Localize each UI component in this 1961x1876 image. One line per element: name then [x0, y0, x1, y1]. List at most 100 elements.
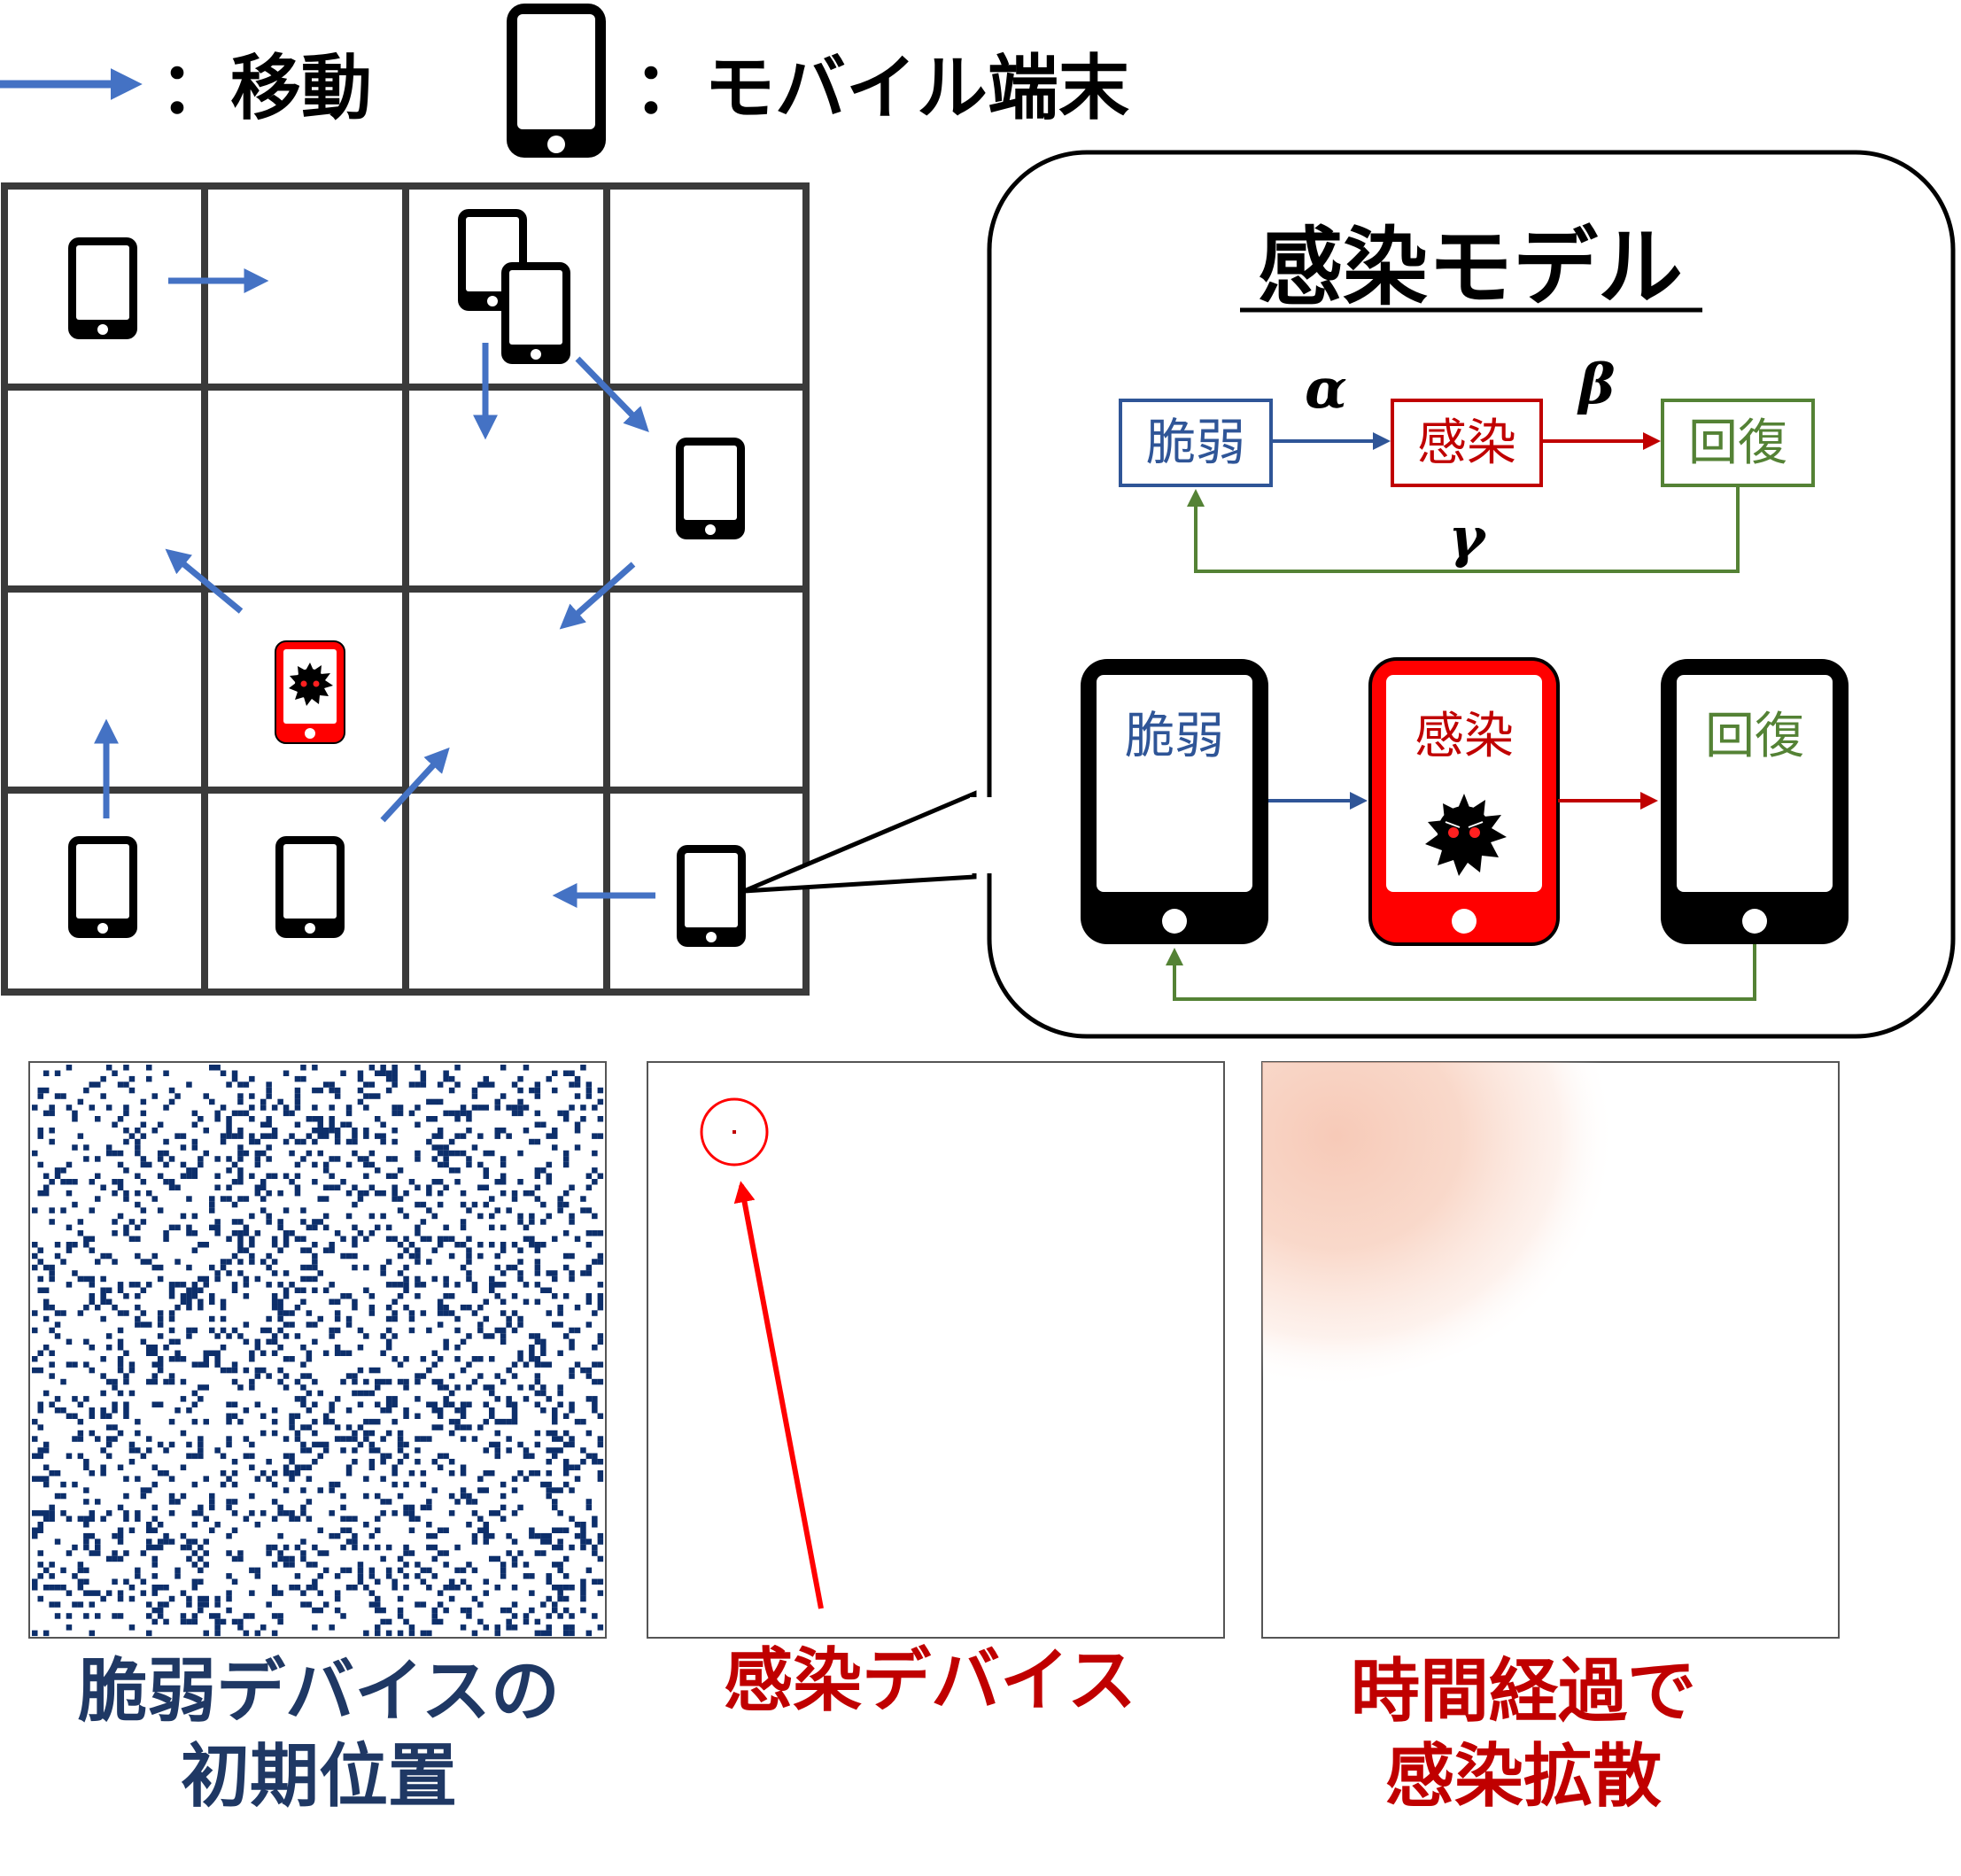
vulnerable-device-dot — [375, 1378, 381, 1385]
vulnerable-device-dot — [60, 1510, 66, 1516]
vulnerable-device-dot — [209, 1504, 215, 1511]
vulnerable-device-dot — [54, 1167, 61, 1174]
vulnerable-device-dot — [203, 1350, 209, 1356]
vulnerable-device-dot — [426, 1585, 432, 1591]
vulnerable-device-dot — [226, 1196, 232, 1202]
device-legend-label: ：モバイル端末 — [633, 47, 1129, 129]
vulnerable-device-dot — [186, 1407, 192, 1414]
vulnerable-device-dot — [237, 1333, 244, 1339]
vulnerable-device-dot — [506, 1322, 512, 1328]
vulnerable-device-dot — [186, 1230, 192, 1236]
vulnerable-device-dot — [403, 1510, 409, 1516]
vulnerable-device-dot — [140, 1219, 147, 1225]
vulnerable-device-dot — [123, 1578, 129, 1585]
vulnerable-device-dot — [403, 1190, 409, 1197]
vulnerable-device-dot — [562, 1150, 570, 1157]
vulnerable-device-dot — [312, 1275, 318, 1283]
vulnerable-device-dot — [54, 1492, 61, 1500]
vulnerable-device-dot — [128, 1367, 136, 1374]
vulnerable-device-dot — [231, 1481, 238, 1488]
vulnerable-device-dot — [552, 1447, 558, 1454]
vulnerable-device-dot — [437, 1128, 444, 1134]
vulnerable-device-dot — [597, 1555, 604, 1562]
vulnerable-device-dot — [100, 1287, 106, 1293]
vulnerable-device-dot — [260, 1259, 267, 1265]
vulnerable-device-dot — [592, 1544, 598, 1551]
vulnerable-device-dot — [483, 1401, 489, 1407]
vulnerable-device-dot — [105, 1065, 112, 1071]
vulnerable-device-dot — [95, 1259, 101, 1265]
vulnerable-device-dot — [426, 1499, 432, 1505]
vulnerable-device-dot — [123, 1224, 129, 1231]
vulnerable-device-dot — [552, 1144, 558, 1151]
vulnerable-device-dot — [460, 1190, 467, 1197]
vulnerable-device-dot — [43, 1315, 50, 1322]
vulnerable-device-dot — [385, 1401, 392, 1407]
movement-arrows — [94, 268, 655, 908]
vulnerable-device-dot — [385, 1544, 392, 1551]
vulnerable-device-dot — [54, 1585, 61, 1591]
vulnerable-device-dot — [597, 1298, 604, 1305]
vulnerable-device-dot — [585, 1453, 593, 1460]
vulnerable-device-dot — [83, 1459, 89, 1465]
infection-spread-panel — [1261, 1061, 1840, 1639]
vulnerable-device-dot — [483, 1418, 489, 1425]
vulnerable-device-dot — [49, 1573, 55, 1579]
vulnerable-device-dot — [420, 1356, 427, 1362]
vulnerable-device-dot — [529, 1242, 535, 1248]
vulnerable-device-dot — [489, 1333, 495, 1339]
vulnerable-device-dot — [312, 1065, 318, 1071]
vulnerable-device-dot — [254, 1156, 261, 1162]
vulnerable-device-dot — [483, 1333, 489, 1339]
vulnerable-device-dot — [271, 1105, 278, 1111]
vulnerable-device-dot — [140, 1161, 147, 1168]
vulnerable-device-dot — [574, 1361, 581, 1368]
vulnerable-device-dot — [151, 1264, 158, 1271]
vulnerable-device-dot — [151, 1516, 158, 1522]
vulnerable-device-dot — [146, 1613, 152, 1619]
vulnerable-device-dot — [500, 1327, 507, 1334]
vulnerable-device-dot — [203, 1630, 209, 1637]
vulnerable-device-dot — [220, 1196, 227, 1202]
vulnerable-device-dot — [552, 1133, 558, 1139]
vulnerable-device-dot — [32, 1105, 38, 1111]
recovered-device-smartphone-icon — [1661, 659, 1849, 944]
vulnerable-device-dot — [385, 1236, 392, 1242]
vulnerable-device-dot — [380, 1350, 386, 1356]
vulnerable-device-dot — [198, 1156, 204, 1162]
vulnerable-device-dot — [294, 1161, 301, 1168]
vulnerable-device-dot — [243, 1282, 250, 1288]
vulnerable-device-dot — [283, 1270, 290, 1276]
vulnerable-device-dot — [123, 1407, 129, 1414]
vulnerable-device-dot — [557, 1401, 563, 1407]
vulnerable-device-dot — [448, 1150, 455, 1157]
vulnerable-device-dot — [506, 1418, 512, 1425]
vulnerable-device-dot — [277, 1282, 283, 1288]
vulnerable-device-dot — [117, 1539, 124, 1545]
vulnerable-device-dot — [254, 1275, 261, 1283]
vulnerable-device-dot — [483, 1167, 489, 1174]
vulnerable-device-dot — [420, 1070, 427, 1076]
vulnerable-device-dot — [203, 1562, 209, 1568]
vulnerable-device-dot — [443, 1550, 449, 1556]
vulnerable-device-dot — [397, 1430, 404, 1437]
vulnerable-device-dot — [437, 1424, 444, 1430]
vulnerable-device-dot — [289, 1356, 295, 1362]
vulnerable-device-dot — [312, 1087, 318, 1094]
vulnerable-device-dot — [317, 1487, 323, 1493]
vulnerable-device-dot — [477, 1252, 484, 1260]
vulnerable-device-dot — [322, 1128, 329, 1134]
vulnerable-device-dot — [426, 1544, 432, 1551]
vulnerable-device-dot — [397, 1492, 404, 1500]
vulnerable-device-dot — [203, 1550, 209, 1556]
vulnerable-device-dot — [460, 1201, 467, 1208]
vulnerable-device-dot — [300, 1298, 306, 1305]
vulnerable-device-dot — [220, 1618, 227, 1625]
vulnerable-device-dot — [357, 1190, 364, 1197]
vulnerable-device-dot — [249, 1464, 255, 1470]
vulnerable-device-dot — [517, 1219, 523, 1225]
vulnerable-device-dot — [271, 1333, 278, 1339]
vulnerable-device-dot — [431, 1487, 438, 1493]
vulnerable-device-dot — [312, 1624, 318, 1631]
vulnerable-device-dot — [546, 1361, 552, 1368]
